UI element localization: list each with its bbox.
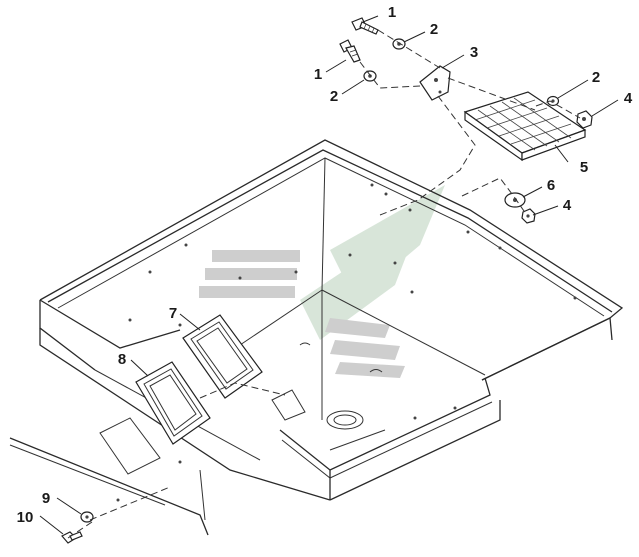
callout-2: 2 [592,69,600,86]
callout-8: 8 [118,351,126,368]
callout-4: 4 [624,90,633,107]
washer [392,38,406,50]
small-bolt [61,531,83,544]
frame [135,361,211,445]
bolt-upper [351,17,379,35]
callout-1: 1 [314,66,322,83]
callout-3: 3 [470,44,478,61]
assembly-lines [67,29,581,539]
callout-2: 2 [430,21,438,38]
floor-slot [299,342,386,451]
callout-2: 2 [330,88,338,105]
bolt-lower [339,39,361,63]
callout-6: 6 [547,177,555,194]
cover-plate [99,389,306,475]
callout-labels: 1 2 1 2 3 2 4 5 6 4 7 8 9 10 [17,4,633,526]
nut [521,208,536,224]
callout-5: 5 [580,159,588,176]
nut [576,110,593,129]
step-grating [463,91,587,162]
callout-10: 10 [17,509,34,526]
callout-9: 9 [42,490,50,507]
watermark-logo [199,185,445,378]
large-washer [504,192,526,208]
callout-1: 1 [388,4,396,21]
bracket [419,65,451,101]
callout-4: 4 [563,197,572,214]
leader-lines [39,15,619,535]
washer [363,70,377,82]
small-washer [80,511,94,523]
rivet-holes [116,183,577,502]
callout-7: 7 [169,305,177,322]
gasket [182,314,263,399]
hopper-body [9,139,624,536]
